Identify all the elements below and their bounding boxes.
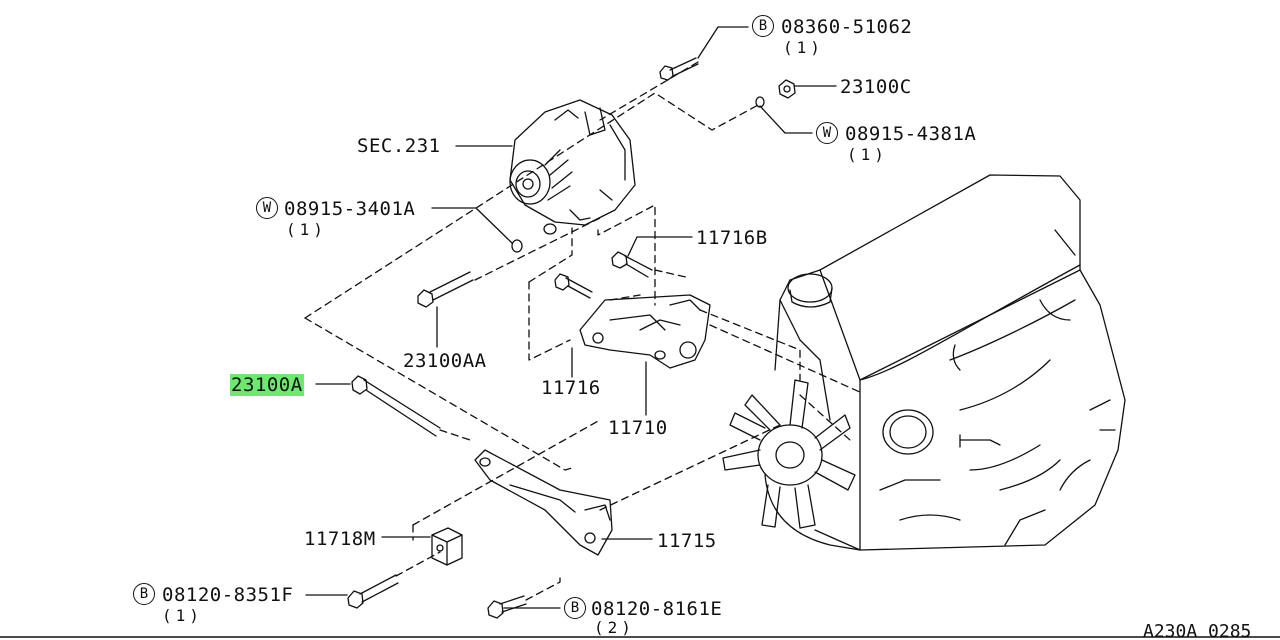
washer-08915-4381a-drawing: [755, 96, 765, 108]
part-qty-08915-3401a: (1): [286, 220, 327, 239]
cooling-fan-drawing: [722, 379, 861, 551]
part-qty-08360-51062: (1): [783, 38, 824, 57]
part-label-08120-8161e[interactable]: 08120-8161E: [591, 598, 723, 620]
part-label-23100c[interactable]: 23100C: [840, 76, 912, 98]
washer-08915-3401a-drawing: [511, 239, 523, 253]
part-label-sec-231[interactable]: SEC.231: [357, 135, 441, 157]
bolt-08120-8351f-drawing: [347, 574, 399, 609]
part-label-08915-3401a[interactable]: 08915-3401A: [284, 198, 416, 220]
bolt-mark-b: B: [564, 597, 586, 619]
washer-mark-w: W: [816, 122, 838, 144]
bracket-11715-drawing: [474, 449, 613, 556]
alternator-drawing: [509, 99, 636, 235]
diagram-reference-code: A230A 0285: [1143, 621, 1252, 640]
engine-block-drawing: [774, 174, 1126, 551]
leader-lines: [305, 26, 837, 609]
part-qty-08915-4381a: (1): [847, 145, 888, 164]
bolt-11716b-drawing: [611, 251, 653, 278]
part-label-23100aa[interactable]: 23100AA: [403, 350, 487, 372]
highlight-mark: 23100A: [230, 374, 304, 396]
part-label-11718m[interactable]: 11718M: [304, 528, 376, 550]
assembly-dashed-lines: [304, 61, 863, 601]
nut-23100c-drawing: [778, 79, 796, 99]
part-label-11710[interactable]: 11710: [608, 417, 668, 439]
part-label-08120-8351f[interactable]: 08120-8351F: [162, 584, 294, 606]
washer-mark-w: W: [256, 197, 278, 219]
part-label-08360-51062[interactable]: 08360-51062: [781, 16, 913, 38]
bolt-11716-drawing: [554, 273, 593, 299]
bolt-23100a-drawing: [351, 375, 441, 437]
bracket-11710-drawing: [579, 294, 711, 369]
part-qty-08120-8351f: (1): [162, 606, 203, 625]
bolt-08120-8161e-drawing: [487, 595, 527, 619]
part-label-08915-4381a[interactable]: 08915-4381A: [845, 123, 977, 145]
bolt-mark-b: B: [133, 583, 155, 605]
block-11718m-drawing: [431, 527, 463, 566]
bolt-23100aa-drawing: [417, 271, 474, 308]
bolt-08360-drawing: [659, 57, 699, 81]
part-label-11716[interactable]: 11716: [541, 377, 601, 399]
part-label-23100a-highlighted[interactable]: 23100A: [230, 374, 304, 396]
part-label-11715[interactable]: 11715: [657, 530, 717, 552]
part-qty-08120-8161e: (2): [594, 618, 635, 637]
part-label-11716b[interactable]: 11716B: [696, 227, 768, 249]
bolt-mark-b: B: [752, 15, 774, 37]
